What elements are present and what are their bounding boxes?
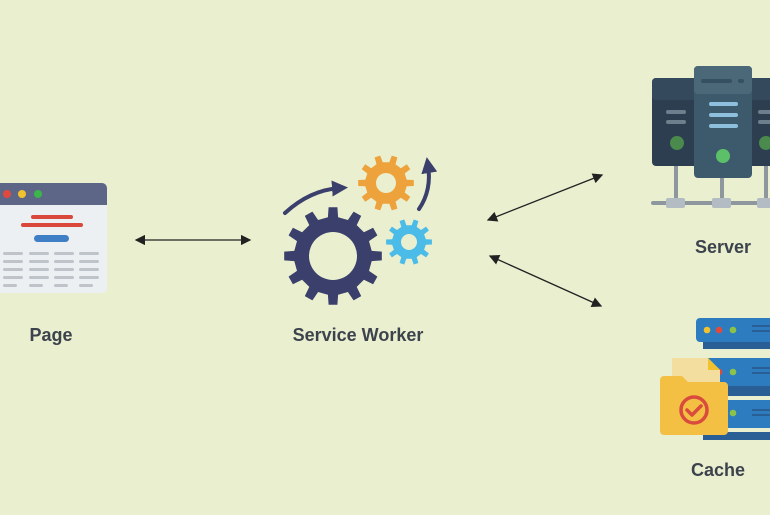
cache-label: Cache bbox=[690, 460, 746, 480]
blue-gear-icon bbox=[386, 219, 432, 265]
page-label: Page bbox=[29, 325, 73, 345]
page-browser-icon bbox=[0, 183, 107, 293]
service-worker-gears-icon bbox=[283, 155, 438, 305]
arrow-service-worker-cache bbox=[488, 254, 603, 308]
arrow-service-worker-server bbox=[486, 173, 604, 222]
server-label: Server bbox=[694, 237, 752, 257]
curved-arrow-icon bbox=[417, 157, 438, 211]
curved-arrow-icon bbox=[283, 180, 348, 215]
orange-gear-icon bbox=[358, 155, 414, 211]
main-gear-icon bbox=[284, 207, 382, 305]
server-icon bbox=[651, 66, 770, 208]
cache-icon bbox=[660, 318, 770, 440]
service-worker-label: Service Worker bbox=[292, 325, 424, 345]
